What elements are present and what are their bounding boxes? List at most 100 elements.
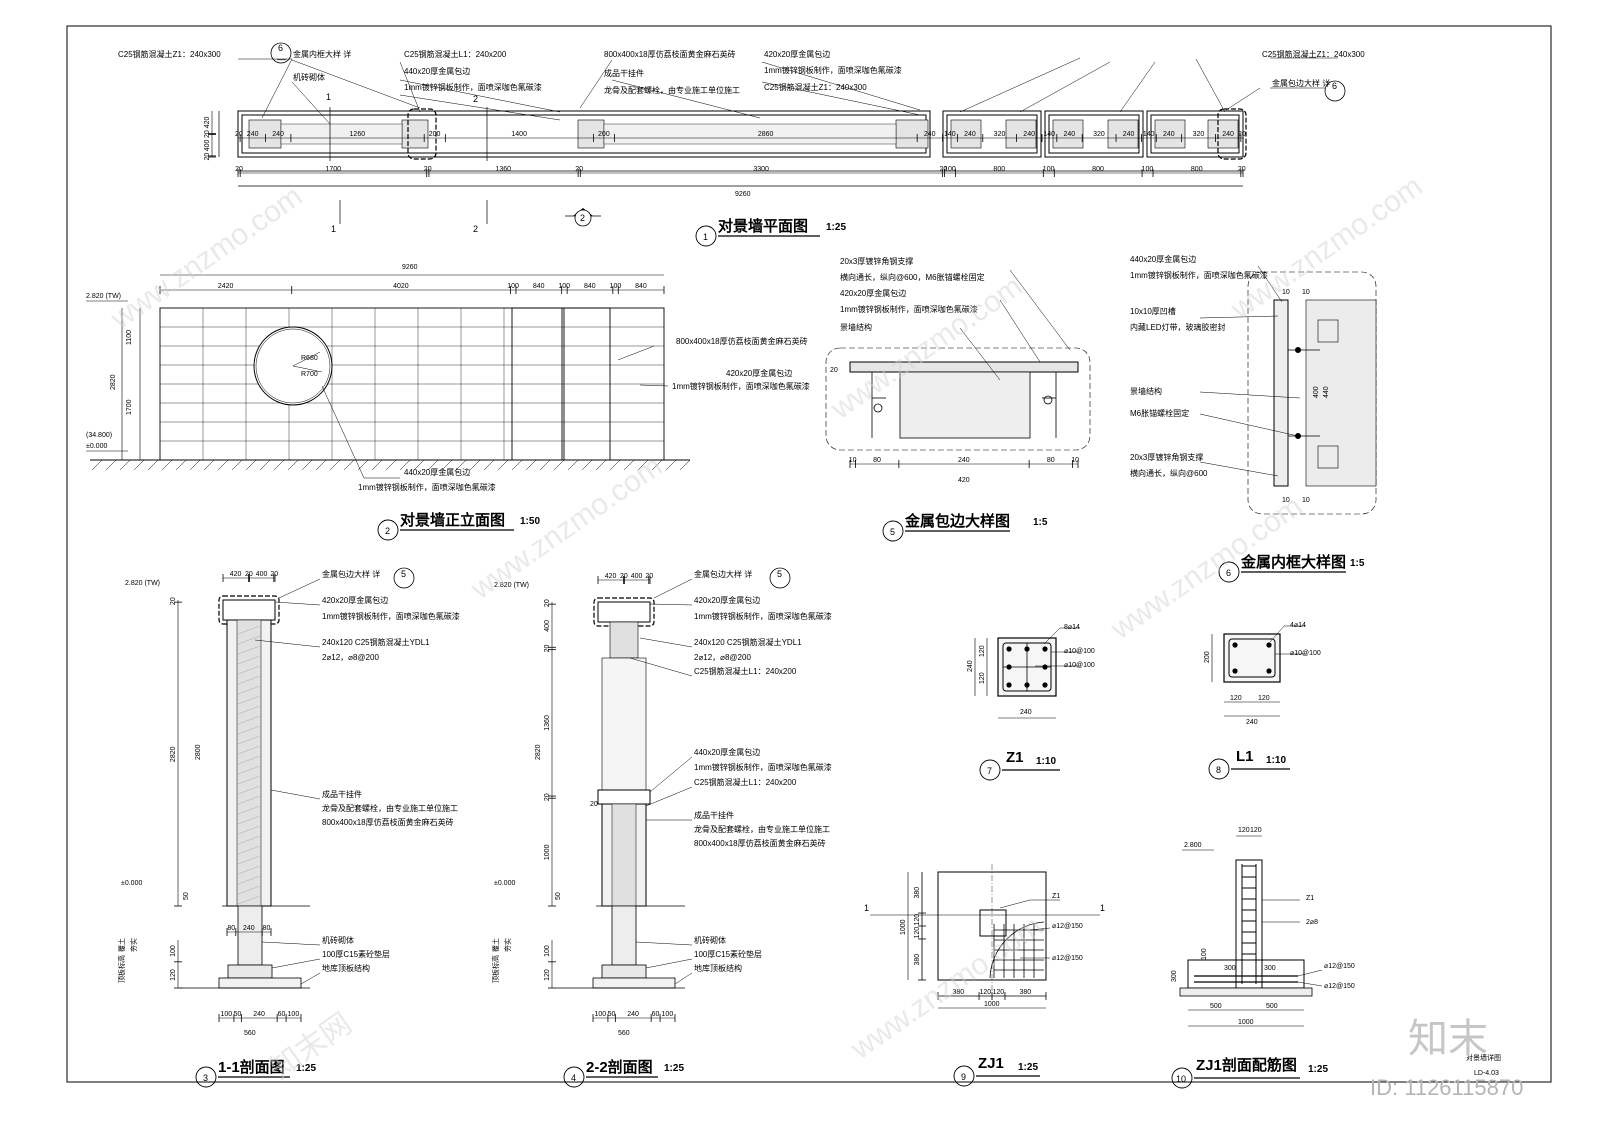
zj1r-top-b: 120 [1250, 827, 1262, 834]
plan-chain-2: 20 [424, 166, 432, 173]
s11-note-5: 成品干挂件 [322, 789, 362, 799]
elev-top-6: 100 [610, 283, 622, 290]
s11-note-8: 机砖砌体 [322, 935, 354, 945]
s22-bot-1: 50 [608, 1011, 616, 1018]
plan-note-stone: 800x400x18厚仿荔枝面黄金麻石英砖 [604, 49, 736, 59]
plan-note-brick: 机砖砌体 [293, 72, 325, 82]
s22-top-2: 400 [631, 573, 643, 580]
stamp-sheet: 对景墙详图 [1466, 1053, 1501, 1062]
plan-note-keel: 龙骨及配套螺栓，由专业施工单位施工 [604, 85, 740, 95]
frame-note-6: 20x3厚镀锌角钢支撑 [1130, 452, 1203, 462]
plan-inner-1: 240 [247, 131, 259, 138]
frame-scale: 1:5 [1350, 558, 1365, 569]
edge-note-3: 1mm镀锌钢板制作，面喷深咖色氟碳漆 [840, 304, 978, 314]
elev-title: 对景墙正立面图 [400, 511, 505, 529]
z1-bar: 8⌀14 [1064, 624, 1080, 631]
zj1-bot-1: 120 [980, 989, 992, 996]
plan-cut-2-bottom: 2 [473, 224, 478, 234]
s11-bot-3: 60 [278, 1011, 286, 1018]
zj1r-top-a: 120 [1238, 827, 1250, 834]
s11-inn-2: 80 [263, 925, 271, 932]
s22-bot-3: 60 [652, 1011, 660, 1018]
s22-bot-0: 100 [594, 1011, 606, 1018]
edge-title-no: 5 [890, 527, 895, 537]
s11-note-6: 龙骨及配套螺栓，由专业施工单位施工 [322, 803, 458, 813]
frame-note-1: 1mm镀锌钢板制作，面喷深咖色氟碳漆 [1130, 270, 1268, 280]
elev-top-3: 840 [533, 283, 545, 290]
plan-cut-1-top: 1 [326, 92, 331, 102]
plan-inner-2: 240 [272, 131, 284, 138]
edge-note-1: 横向通长，纵向@600，M6胀锚螺栓固定 [840, 272, 985, 282]
plan-inner-5: 1400 [511, 131, 527, 138]
plan-chain-0: 20 [235, 166, 243, 173]
plan-cut-1-bottom: 1 [331, 224, 336, 234]
s11-level-top: 2.820 (TW) [125, 580, 160, 587]
s22-note-7: 1mm镀锌钢板制作，面喷深咖色氟碳漆 [694, 762, 832, 772]
frame-top-a: 10 [1282, 289, 1290, 296]
s11-inn-1: 240 [243, 925, 255, 932]
edge-dim-1: 80 [873, 457, 881, 464]
z1-title: Z1 [1006, 749, 1024, 766]
s11-scale: 1:25 [296, 1063, 316, 1074]
plan-note-c25-z1: C25钢筋混凝土Z1：240x300 [118, 49, 221, 59]
s22-note-13: 100厚C15素砼垫层 [694, 949, 762, 959]
s11-title-no: 3 [203, 1073, 208, 1083]
watermark-logo: 知末 [1408, 1017, 1488, 1061]
plan-note-edge-ref: 金属包边大样 详 [1272, 78, 1330, 88]
plan-inner-13: 140 [1043, 131, 1055, 138]
s22-left-4: 20 [544, 793, 551, 801]
frame-note-2: 10x10厚凹槽 [1130, 306, 1176, 316]
s11-note-2: 1mm镀锌钢板制作，面喷深咖色氟碳漆 [322, 611, 460, 621]
frame-bot-a: 10 [1282, 497, 1290, 504]
l1-detail: 4⌀14 ⌀10@100 200 120 120 240 8 L1 1:10 [1204, 622, 1321, 780]
l1-scale: 1:10 [1266, 755, 1286, 766]
s11-note-7: 800x400x18厚仿荔枝面黄金麻石英砖 [322, 817, 454, 827]
s11-bot-1: 50 [234, 1011, 242, 1018]
zj1-r1: ⌀12@150 [1052, 923, 1083, 930]
plan-note-plate2: 1mm镀锌钢板制作，面喷深咖色氟碳漆 [764, 65, 902, 75]
s11-top-1: 20 [245, 571, 253, 578]
s22-bot-2: 240 [627, 1011, 639, 1018]
s22-note-8: C25钢筋混凝土L1：240x200 [694, 777, 797, 787]
s22-note-11: 800x400x18厚仿荔枝面黄金麻石英砖 [694, 838, 826, 848]
frame-mid2: 440 [1323, 386, 1330, 398]
frame-bot-b: 10 [1302, 497, 1310, 504]
zj1r-z1: Z1 [1306, 895, 1314, 902]
z1-detail: 8⌀14 ⌀10@100 ⌀10@100 120 120 240 240 7 Z… [967, 624, 1095, 781]
plan-total: 9260 [735, 191, 751, 198]
s11-bot-0: 100 [220, 1011, 232, 1018]
plan-inner-3: 1260 [350, 131, 366, 138]
plan-inner-15: 320 [1093, 131, 1105, 138]
s22-level-zero: ±0.000 [494, 880, 515, 887]
plan-inner-8: 240 [924, 131, 936, 138]
l1-l: 200 [1204, 651, 1211, 663]
z1-l-b: 120 [979, 672, 986, 684]
l1-b-a: 120 [1230, 695, 1242, 702]
plan-left-0: 420 [204, 116, 211, 128]
plan-note-c25-z1-right: C25钢筋混凝土Z1：240x300 [1262, 49, 1365, 59]
edge-note-2: 420x20厚金属包边 [840, 288, 906, 298]
s11-slab: 顶板标高 [117, 955, 126, 983]
s11-bot-4: 100 [288, 1011, 300, 1018]
frame-top-b: 10 [1302, 289, 1310, 296]
s22-note-1: 420x20厚金属包边 [694, 595, 760, 605]
elev-level-base: (34.800) [86, 432, 112, 439]
plan-chain-9: 100 [1043, 166, 1055, 173]
zj1-title-no: 9 [961, 1072, 966, 1082]
plan-inner-14: 240 [1064, 131, 1076, 138]
s11-compact: 夯实 [129, 938, 138, 952]
s22-fill: 覆土 [491, 938, 500, 952]
plan-inner-4: 200 [429, 131, 441, 138]
elev-top-7: 840 [635, 283, 647, 290]
plan-inner-6: 200 [598, 131, 610, 138]
s22-bot-4: 100 [662, 1011, 674, 1018]
